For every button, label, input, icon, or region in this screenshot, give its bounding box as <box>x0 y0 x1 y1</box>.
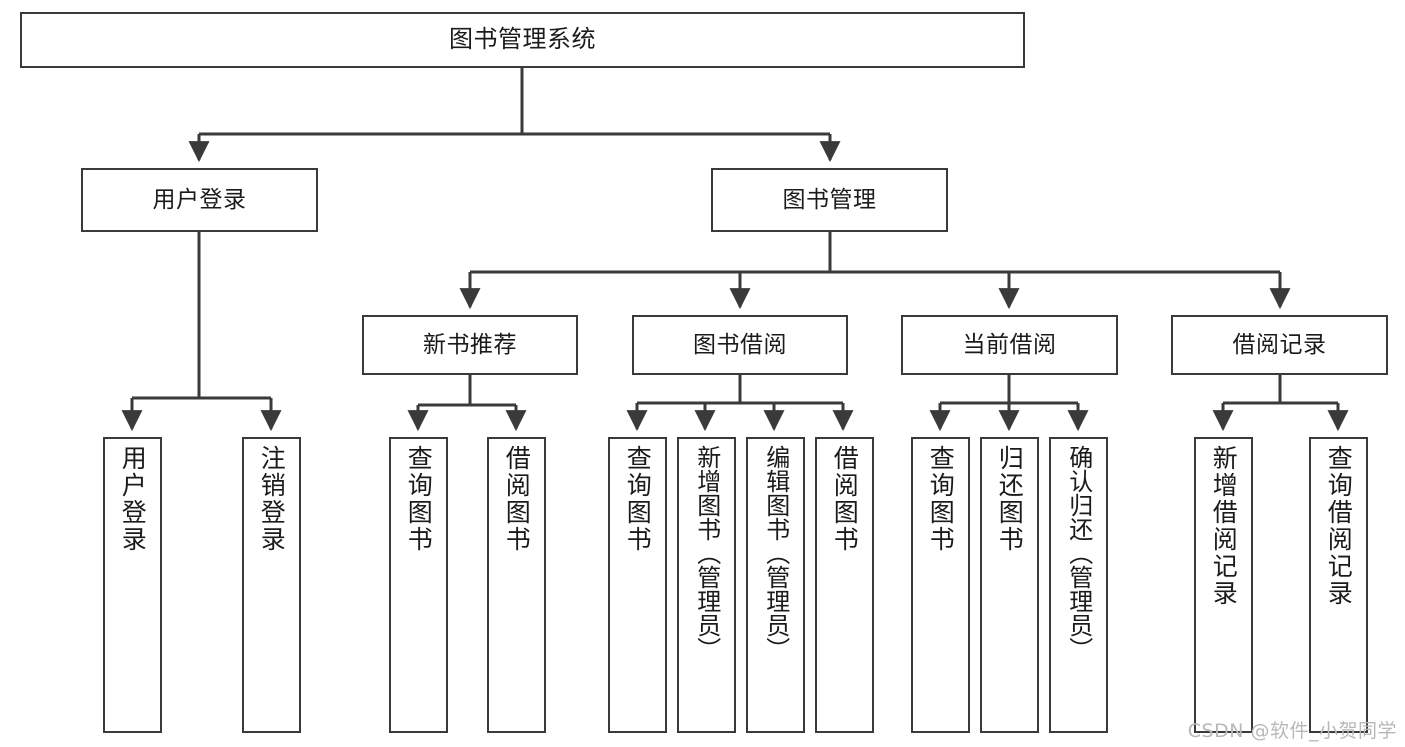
node-label: 借阅图书 <box>830 445 860 553</box>
node-borrow-record[interactable]: 借阅记录 <box>1171 315 1388 375</box>
node-label: 图书管理 <box>782 186 877 213</box>
leaf-query-book-recommend[interactable]: 查询图书 <box>389 437 448 733</box>
leaf-edit-book-admin[interactable]: 编辑图书（管理员） <box>746 437 805 733</box>
leaf-query-book-borrow[interactable]: 查询图书 <box>608 437 667 733</box>
node-label: 当前借阅 <box>962 331 1057 358</box>
leaf-query-borrow-record[interactable]: 查询借阅记录 <box>1309 437 1368 733</box>
node-label: 图书借阅 <box>693 331 787 358</box>
node-label: 新书推荐 <box>423 331 517 358</box>
node-label: 注销登录 <box>257 445 287 553</box>
node-label: 用户登录 <box>118 445 148 553</box>
node-label: 编辑图书（管理员） <box>761 445 790 661</box>
leaf-add-borrow-record[interactable]: 新增借阅记录 <box>1194 437 1253 733</box>
node-label: 归还图书 <box>995 445 1025 553</box>
leaf-user-login[interactable]: 用户登录 <box>103 437 162 733</box>
node-label: 新增图书（管理员） <box>692 445 721 661</box>
node-label: 用户登录 <box>152 186 247 213</box>
node-label: 图书管理系统 <box>449 25 596 54</box>
leaf-user-logout[interactable]: 注销登录 <box>242 437 301 733</box>
leaf-return-book[interactable]: 归还图书 <box>980 437 1039 733</box>
node-label: 新增借阅记录 <box>1209 445 1239 607</box>
node-book-management[interactable]: 图书管理 <box>711 168 948 232</box>
node-label: 借阅记录 <box>1232 331 1327 358</box>
node-book-borrow[interactable]: 图书借阅 <box>632 315 848 375</box>
node-label: 确认归还（管理员） <box>1064 445 1093 661</box>
node-user-login[interactable]: 用户登录 <box>81 168 318 232</box>
node-label: 查询图书 <box>404 445 434 553</box>
leaf-borrow-book[interactable]: 借阅图书 <box>815 437 874 733</box>
node-label: 查询借阅记录 <box>1324 445 1354 607</box>
node-current-borrow[interactable]: 当前借阅 <box>901 315 1118 375</box>
node-label: 借阅图书 <box>502 445 532 553</box>
leaf-query-book-current[interactable]: 查询图书 <box>911 437 970 733</box>
node-new-book-recommend[interactable]: 新书推荐 <box>362 315 578 375</box>
csdn-watermark: CSDN @软件_小贺同学 <box>1187 720 1397 742</box>
node-root[interactable]: 图书管理系统 <box>20 12 1025 68</box>
node-label: 查询图书 <box>926 445 956 553</box>
leaf-borrow-book-recommend[interactable]: 借阅图书 <box>487 437 546 733</box>
node-label: 查询图书 <box>623 445 653 553</box>
leaf-add-book-admin[interactable]: 新增图书（管理员） <box>677 437 736 733</box>
leaf-confirm-return-admin[interactable]: 确认归还（管理员） <box>1049 437 1108 733</box>
